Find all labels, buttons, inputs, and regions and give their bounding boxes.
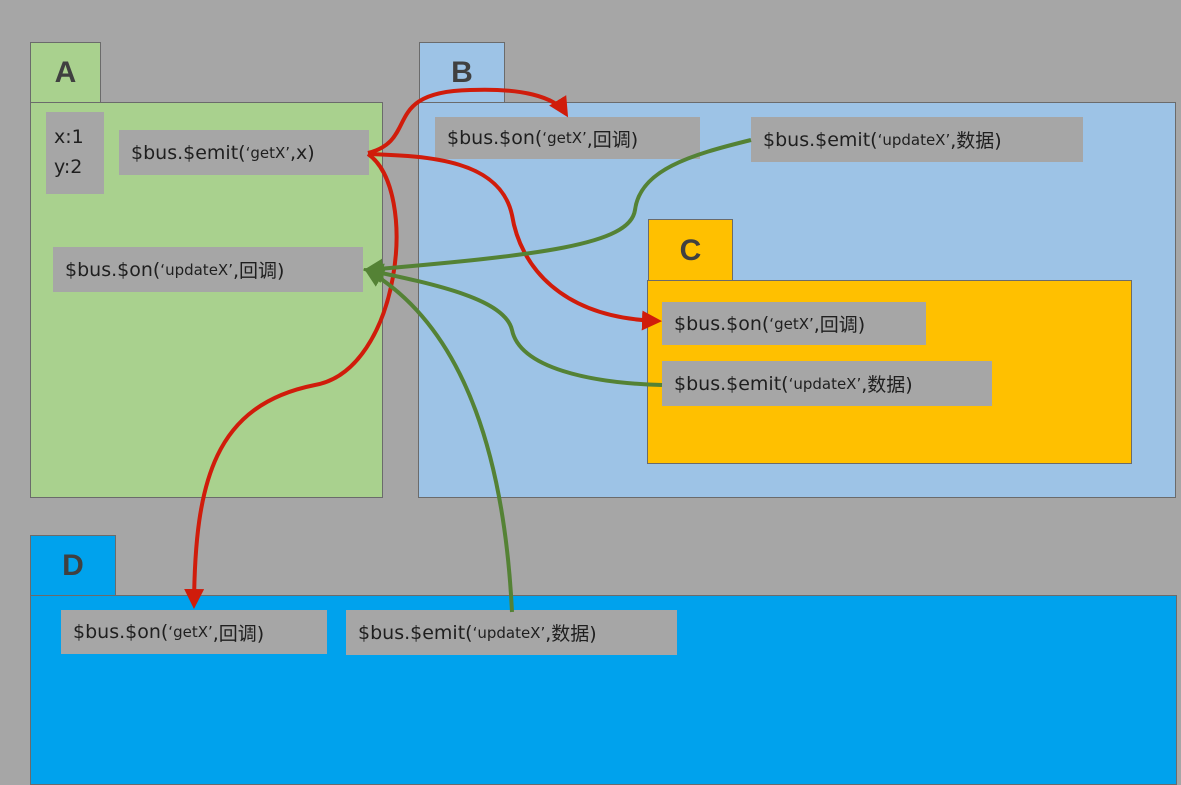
a-on-updatex-label: $bus.$on(‘updateX’,回调) [53, 247, 363, 292]
component-b-tab: B [419, 42, 505, 103]
b-emit-updatex-label: $bus.$emit(‘updateX’,数据) [751, 117, 1083, 162]
d-emit-updatex-label: $bus.$emit(‘updateX’,数据) [346, 610, 677, 655]
b-on-getx-label: $bus.$on(‘getX’,回调) [435, 117, 700, 159]
var-x: x:1 [54, 126, 84, 148]
component-a-data: x:1 y:2 [46, 112, 104, 194]
component-c-tab: C [648, 219, 733, 281]
a-emit-getx-label: $bus.$emit(‘getX’,x) [119, 130, 369, 175]
component-b-title: B [451, 56, 473, 89]
component-d-title: D [62, 549, 84, 582]
component-a-tab: A [30, 42, 101, 103]
c-emit-updatex-label: $bus.$emit(‘updateX’,数据) [662, 361, 992, 406]
c-on-getx-label: $bus.$on(‘getX’,回调) [662, 302, 926, 345]
component-d-tab: D [30, 535, 116, 596]
component-a-title: A [54, 56, 77, 89]
d-on-getx-label: $bus.$on(‘getX’,回调) [61, 610, 327, 654]
component-c-title: C [679, 233, 702, 267]
var-y: y:2 [54, 156, 83, 178]
